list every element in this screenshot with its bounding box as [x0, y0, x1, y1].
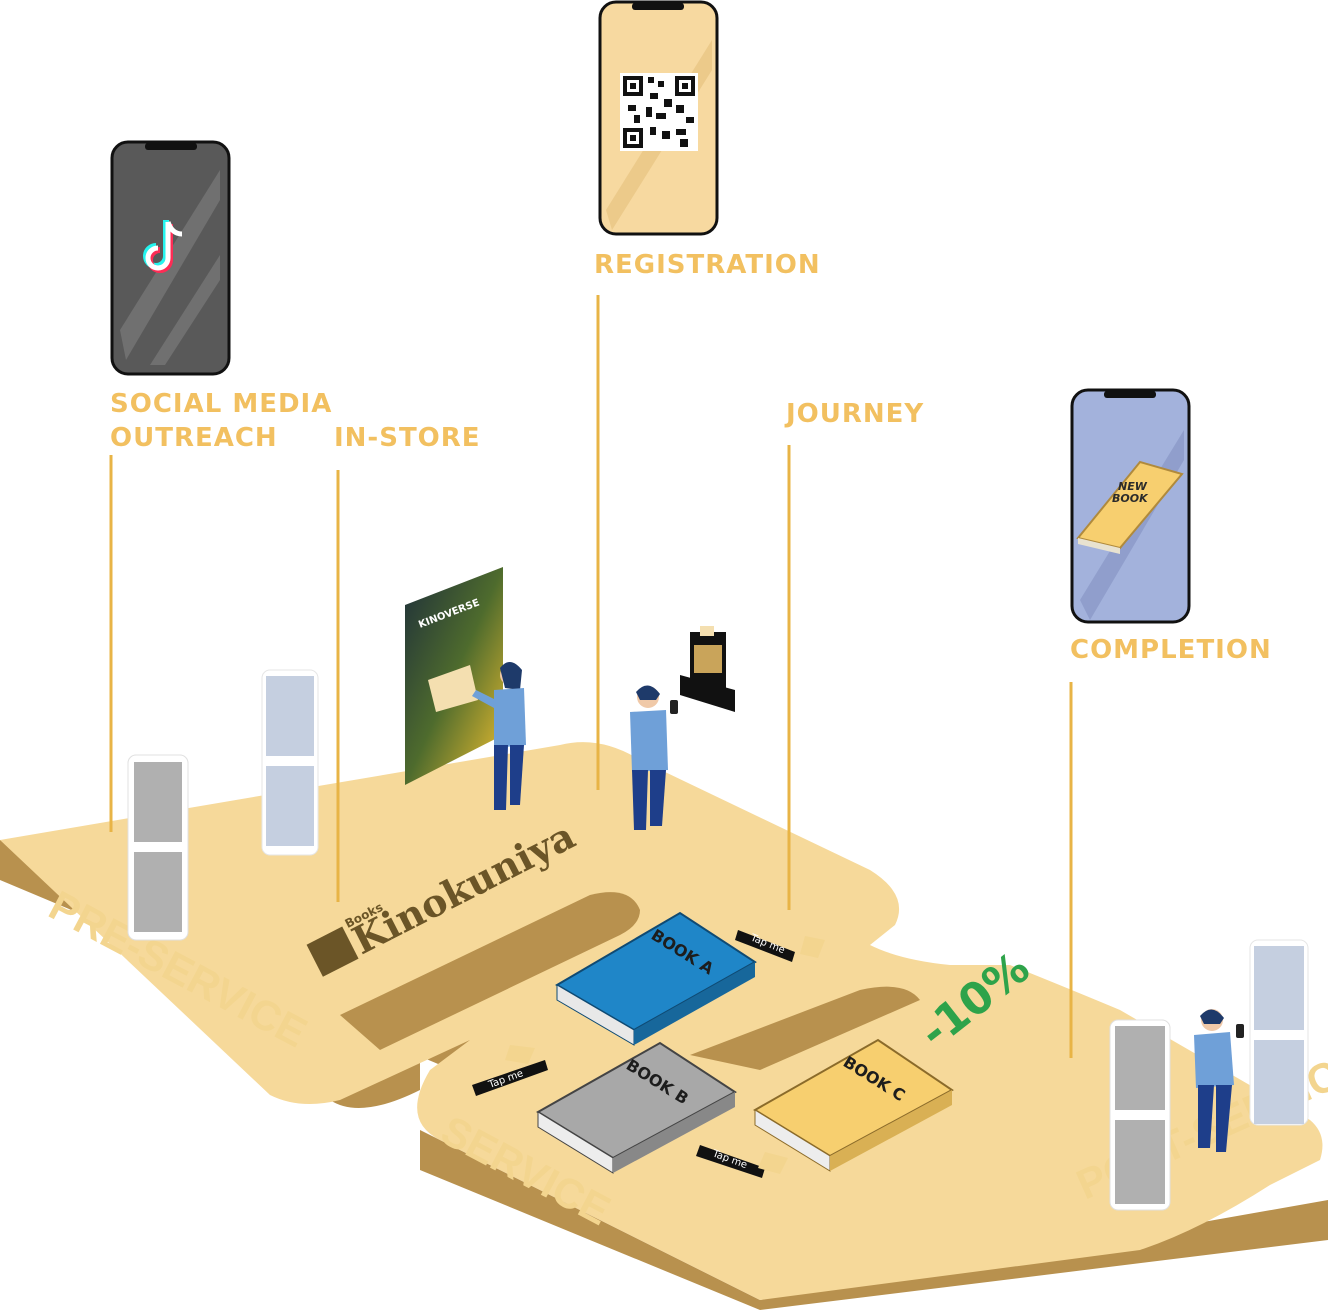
phone-social	[110, 140, 231, 376]
new-book-icon: NEW BOOK	[1076, 460, 1184, 554]
platform-side-3	[420, 1130, 1328, 1310]
qr-stand-icon	[680, 626, 735, 712]
person-scanning	[630, 626, 735, 830]
label-in-store: IN-STORE	[334, 423, 481, 453]
label-social-2: OUTREACH	[110, 423, 278, 453]
qr-code-icon	[620, 73, 698, 151]
phone-completion: NEW BOOK	[1070, 388, 1191, 624]
kinoverse-poster: KINOVERSE	[405, 567, 503, 785]
leader-lines	[109, 295, 1073, 1058]
phone-registration	[598, 0, 719, 236]
entrance-panels	[127, 669, 1309, 1211]
book-a: BOOK A	[555, 911, 757, 1046]
platform-groove	[340, 892, 640, 1050]
label-social-1: SOCIAL MEDIA	[110, 389, 332, 419]
label-journey: JOURNEY	[784, 399, 924, 429]
brand-mark-icon	[306, 926, 359, 977]
person-completion	[1194, 1009, 1244, 1152]
book-c: BOOK C	[753, 1038, 954, 1172]
book-b: BOOK B	[536, 1041, 737, 1174]
person-poster	[472, 661, 526, 810]
label-completion: COMPLETION	[1070, 635, 1272, 665]
platform-groove-2	[690, 986, 920, 1070]
phone-book-line2: BOOK	[1112, 492, 1149, 505]
phone-book-line1: NEW	[1118, 480, 1148, 493]
label-registration: REGISTRATION	[594, 250, 821, 280]
tiktok-icon	[143, 220, 183, 273]
